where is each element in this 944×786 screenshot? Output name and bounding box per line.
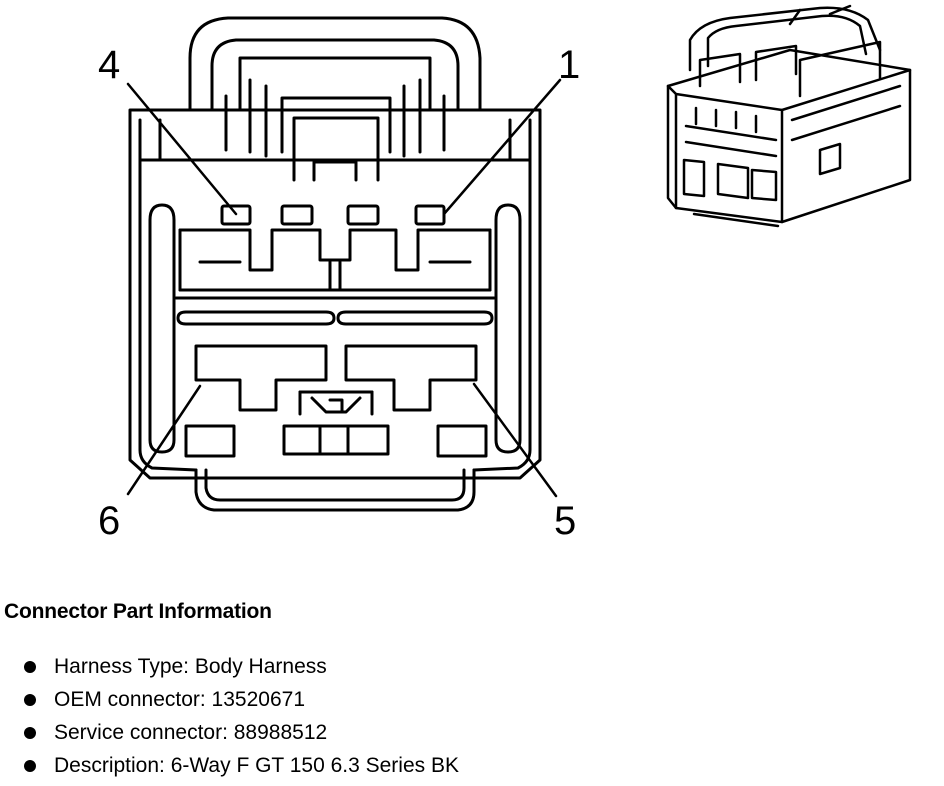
info-title: Connector Part Information	[4, 600, 272, 623]
connector-face-diagram: 4 1 6 5	[98, 4, 912, 543]
lower-cavity-row	[184, 344, 488, 458]
bullet-icon	[24, 727, 36, 739]
bullet-icon	[24, 661, 36, 673]
info-list: Harness Type: Body Harness OEM connector…	[4, 650, 934, 782]
pin-label-5: 5	[554, 499, 576, 543]
pin-label-1: 1	[558, 43, 580, 87]
connector-part-information: Connector Part Information Harness Type:…	[4, 600, 934, 782]
list-item-text: Description: 6-Way F GT 150 6.3 Series B…	[54, 754, 459, 777]
list-item-oem-connector: OEM connector: 13520671	[4, 683, 934, 716]
leader-lines	[126, 78, 562, 498]
pin-label-4: 4	[98, 43, 120, 87]
bullet-icon	[24, 760, 36, 772]
divider-bars	[174, 296, 496, 326]
connector-latch	[188, 16, 482, 182]
upper-cavity-row	[178, 204, 492, 292]
list-item-text: OEM connector: 13520671	[54, 688, 305, 711]
list-item-description: Description: 6-Way F GT 150 6.3 Series B…	[4, 749, 934, 782]
connector-isometric-view	[666, 4, 912, 228]
list-item-text: Service connector: 88988512	[54, 721, 328, 744]
bullet-icon	[24, 694, 36, 706]
list-item-harness-type: Harness Type: Body Harness	[4, 650, 934, 683]
list-item-service-connector: Service connector: 88988512	[4, 716, 934, 749]
list-item-text: Harness Type: Body Harness	[54, 655, 327, 678]
connector-housing	[128, 108, 542, 512]
pin-label-6: 6	[98, 499, 120, 543]
